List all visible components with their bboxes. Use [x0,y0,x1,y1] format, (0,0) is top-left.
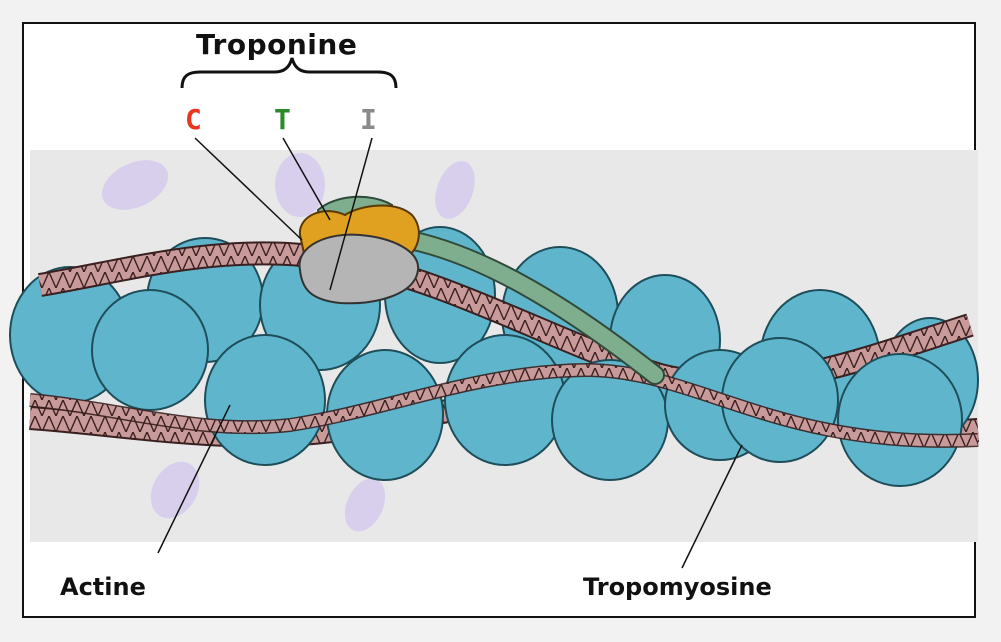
troponin-complex [298,195,420,305]
leader-lines [157,137,743,569]
tropomyosine-label: Tropomyosine [583,573,772,601]
troponin-t-label: T [274,103,291,136]
troponine-brace [180,57,398,89]
actine-label: Actine [60,573,146,601]
troponin-c-label: C [185,103,202,136]
troponin-i-label: I [360,103,377,136]
faint-blobs [101,153,475,532]
troponine-label: Troponine [196,28,358,61]
troponin-i-body [298,233,420,305]
